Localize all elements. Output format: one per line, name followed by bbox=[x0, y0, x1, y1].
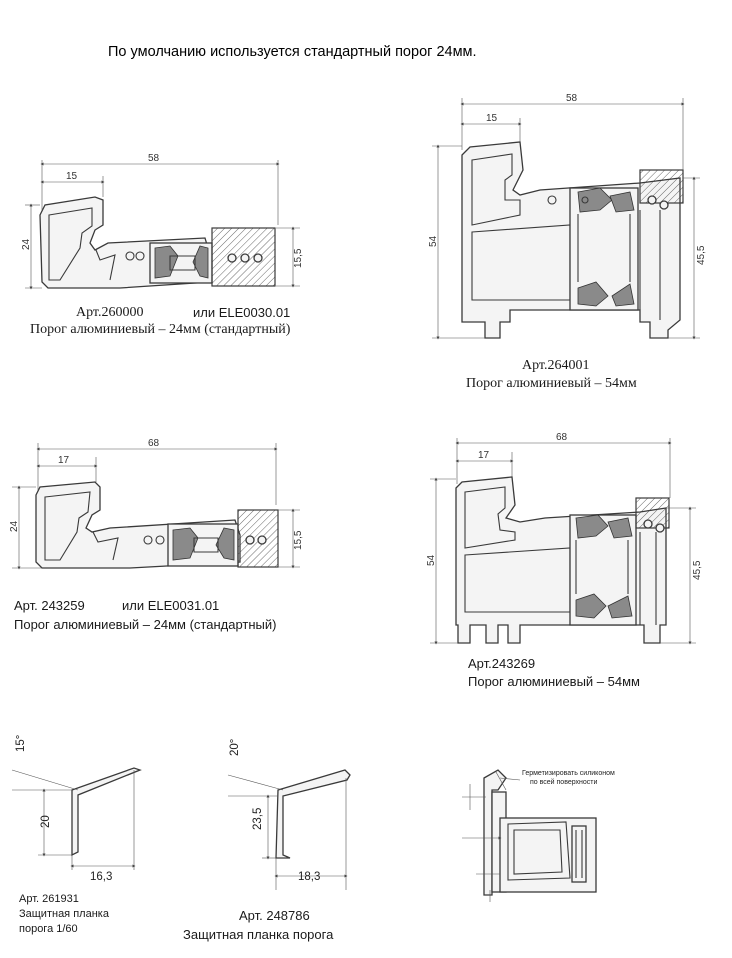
dim-s2-width: 18,3 bbox=[298, 871, 320, 883]
dim-p1-width: 58 bbox=[148, 153, 160, 164]
dim-s1-height: 20 bbox=[40, 815, 52, 828]
s1-caption-line-1: Арт. 261931 bbox=[19, 893, 79, 905]
profile-243259-drawing: 68 17 24 15,5 bbox=[9, 438, 304, 570]
dim-p1-height-left: 24 bbox=[21, 238, 32, 250]
dim-p3-offset: 17 bbox=[58, 455, 70, 466]
dim-p3-height-left: 24 bbox=[9, 520, 20, 532]
dim-p2-height-left: 54 bbox=[428, 235, 439, 247]
dim-p4-offset: 17 bbox=[478, 450, 490, 461]
dim-p4-height-left: 54 bbox=[426, 554, 437, 566]
s1-caption-line-3: порога 1/60 bbox=[19, 923, 78, 935]
s2-caption-line-2: Защитная планка порога bbox=[183, 927, 334, 942]
dim-p2-offset: 15 bbox=[486, 113, 498, 124]
p3-caption: Порог алюминиевый – 24мм (стандартный) bbox=[14, 617, 277, 632]
dim-p2-width: 58 bbox=[566, 93, 578, 104]
dim-p1-offset: 15 bbox=[66, 171, 78, 182]
p2-article: Арт.264001 bbox=[522, 358, 590, 373]
page-title: По умолчанию используется стандартный по… bbox=[108, 44, 477, 60]
p3-article: Арт. 243259 bbox=[14, 598, 85, 613]
strip-261931-drawing: 15° 20 16,3 bbox=[11, 735, 142, 883]
dim-p1-height-right: 15,5 bbox=[293, 248, 304, 268]
dim-p4-width: 68 bbox=[556, 432, 568, 443]
strip-248786-drawing: 20° 23,5 18,3 bbox=[227, 739, 351, 890]
dim-p3-height-right: 15,5 bbox=[293, 530, 304, 550]
dim-s1-width: 16,3 bbox=[90, 871, 112, 883]
p4-article: Арт.243269 bbox=[468, 656, 536, 671]
p4-caption: Порог алюминиевый – 54мм bbox=[468, 674, 640, 689]
installation-detail-drawing: Герметизировать силиконом по всей поверх… bbox=[462, 769, 615, 902]
install-note-line-2: по всей поверхности bbox=[530, 778, 598, 786]
dim-p4-height-right: 45,5 bbox=[692, 560, 703, 580]
p3-alt-article: или ELE0031.01 bbox=[122, 598, 220, 613]
s1-caption-line-2: Защитная планка bbox=[19, 908, 109, 920]
dim-s2-height: 23,5 bbox=[252, 808, 264, 830]
p2-caption: Порог алюминиевый – 54мм bbox=[466, 376, 637, 391]
profile-243269-drawing: 68 17 54 45,5 bbox=[426, 432, 703, 645]
profile-264001-drawing: 58 15 54 45,5 bbox=[428, 93, 707, 340]
dim-s1-angle: 15° bbox=[15, 735, 27, 752]
dim-p3-width: 68 bbox=[148, 438, 160, 449]
dim-s2-angle: 20° bbox=[229, 739, 241, 756]
dim-p2-height-right: 45,5 bbox=[696, 245, 707, 265]
p1-caption: Порог алюминиевый – 24мм (стандартный) bbox=[30, 322, 291, 337]
p1-article: Арт.260000 bbox=[76, 305, 144, 320]
install-note-line-1: Герметизировать силиконом bbox=[522, 770, 615, 777]
p1-alt-article: или ELE0030.01 bbox=[193, 305, 291, 320]
s2-caption-line-1: Арт. 248786 bbox=[239, 908, 310, 923]
profile-260000-drawing: 58 15 24 15,5 bbox=[21, 153, 304, 290]
